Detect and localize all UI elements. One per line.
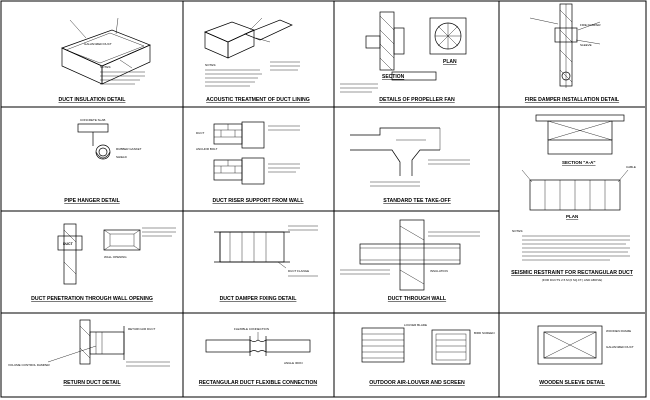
label-bird-screen: BIRD SCREEN	[474, 331, 495, 335]
drawing-damper-fixing: DUCT FLANGE	[214, 225, 318, 277]
label-flexible-conn: FLEXIBLE CONNECTION	[234, 327, 269, 331]
label-volume-control: VOLUME CONTROL DAMPER	[8, 363, 51, 367]
drawing-pipe-hanger: CONCRETE SLAB RUBBER GASKET SHIELD	[77, 118, 142, 160]
label-wooden-frame: WOODEN FRAME	[606, 329, 631, 333]
label-section-aa: SECTION "A-A"	[562, 160, 596, 165]
label-shield: SHIELD	[116, 155, 128, 159]
label-plan: PLAN	[443, 59, 457, 65]
label-plan-2: PLAN	[566, 214, 578, 219]
label-duct-flange: DUCT FLANGE	[288, 269, 309, 273]
drawing-propeller-fan: SECTION PLAN	[340, 11, 467, 93]
label-duct-riser: DUCT	[196, 131, 204, 135]
label-galvanized-duct: GALVANIZED DUCT	[84, 42, 112, 46]
caption-seismic-restraint: SEISMIC RESTRAINT FOR RECTANGULAR DUCT	[511, 270, 634, 276]
caption-damper-fixing: DUCT DAMPER FIXING DETAIL	[220, 296, 298, 302]
label-concrete-slab: CONCRETE SLAB	[80, 118, 105, 122]
caption-pipe-hanger: PIPE HANGER DETAIL	[64, 198, 120, 204]
caption-duct-insulation: DUCT INSULATION DETAIL	[59, 97, 127, 103]
label-rubber-gasket: RUBBER GASKET	[116, 147, 142, 151]
label-section: SECTION	[382, 74, 405, 80]
label-cable: CABLE	[626, 165, 636, 169]
drawing-duct-insulation: GALVANIZED DUCT NOTES:	[61, 17, 151, 85]
drawing-wall-penetration: DUCT WALL OPENING	[57, 223, 176, 285]
drawing-acoustic-lining: NOTES:	[204, 17, 300, 87]
subcaption-seismic-restraint: (FOR DUCTS 2.5 M (6 SQ.FT.) AND ABOVE)	[542, 278, 603, 282]
caption-wooden-sleeve: WOODEN SLEEVE DETAIL	[539, 380, 605, 386]
drawing-return-duct: RETURN AIR DUCT VOLUME CONTROL DAMPER	[8, 319, 170, 367]
caption-louver-screen: OUTDOOR AIR-LOUVER AND SCREEN	[369, 380, 465, 386]
caption-acoustic-lining: ACOUSTIC TREATMENT OF DUCT LINING	[206, 97, 310, 103]
label-insulation: INSULATION	[430, 269, 448, 273]
caption-flexible-connection: RECTANGULAR DUCT FLEXIBLE CONNECTION	[199, 380, 318, 386]
drawing-seismic-restraint: SECTION "A-A" CABLE PLAN NOTES:	[512, 114, 636, 261]
label-fire-damper: FIRE DAMPER	[580, 23, 601, 27]
label-anchor-bolt: ANCHOR BOLT	[196, 147, 218, 151]
drawing-wooden-sleeve: WOODEN FRAME GALVANIZED DUCT	[537, 325, 634, 365]
drawing-fire-damper: FIRE DAMPER SLEEVE	[529, 3, 601, 88]
label-wall-opening: WALL OPENING	[104, 255, 127, 259]
caption-duct-riser: DUCT RISER SUPPORT FROM WALL	[212, 198, 304, 204]
drawing-duct-riser: ANCHOR BOLT DUCT	[196, 121, 300, 185]
caption-return-duct: RETURN DUCT DETAIL	[63, 380, 121, 386]
label-angle-iron: ANGLE IRON	[284, 361, 303, 365]
caption-take-off: STANDARD TEE TAKE-OFF	[383, 198, 451, 204]
label-duct-penetration: DUCT	[63, 242, 74, 246]
drawing-duct-through-wall: INSULATION	[340, 219, 480, 291]
drawing-louver-screen: LOUVER BLADE BIRD SCREEN	[361, 323, 495, 365]
label-louver-blade: LOUVER BLADE	[404, 323, 427, 327]
drawing-take-off	[350, 127, 470, 187]
label-notes-2: NOTES:	[205, 63, 216, 67]
label-notes-3: NOTES:	[512, 229, 523, 233]
label-return-air-duct: RETURN AIR DUCT	[128, 327, 156, 331]
drawing-flexible-connection: FLEXIBLE CONNECTION ANGLE IRON	[205, 327, 311, 365]
label-notes-1: NOTES:	[100, 65, 111, 69]
caption-fire-damper: FIRE DAMPER INSTALLATION DETAIL	[525, 97, 620, 103]
label-galvanized-duct-2: GALVANIZED DUCT	[606, 345, 634, 349]
caption-duct-through-wall: DUCT THROUGH WALL	[388, 296, 447, 302]
caption-propeller-fan: DETAILS OF PROPELLER FAN	[379, 97, 455, 103]
label-sleeve: SLEEVE	[580, 43, 592, 47]
caption-wall-penetration: DUCT PENETRATION THROUGH WALL OPENING	[31, 296, 153, 302]
